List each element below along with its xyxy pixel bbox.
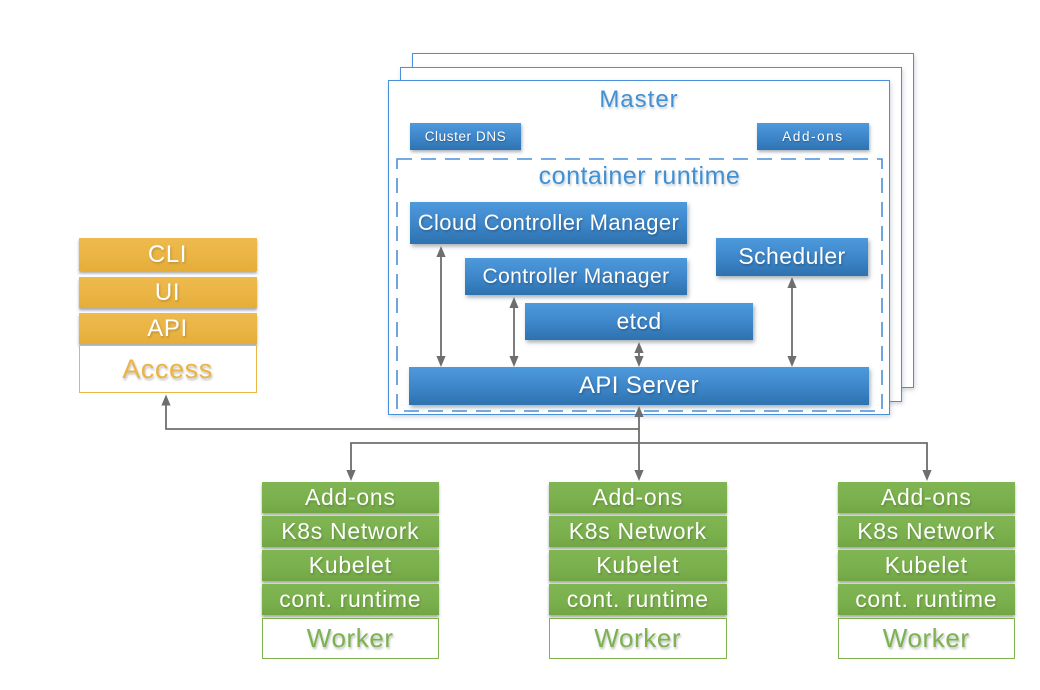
access-label-box: Access [78, 345, 257, 393]
worker3-addons-box: Add-ons [837, 482, 1015, 513]
worker1-k8s-network-box: K8s Network [261, 516, 439, 547]
access-cli-box: CLI [78, 238, 257, 271]
arrow-apiserver-workers [346, 442, 932, 481]
arrow-apiserver-trunk [634, 406, 644, 481]
access-api-box: API [78, 313, 257, 344]
worker2-addons-box: Add-ons [549, 482, 727, 513]
worker2-kubelet-box: Kubelet [549, 550, 727, 581]
worker3-k8s-network-box: K8s Network [837, 516, 1015, 547]
etcd-box: etcd [525, 303, 753, 340]
worker1-label-box: Worker [261, 617, 439, 659]
master-addons-box: Add-ons [757, 123, 869, 150]
controller-manager-box: Controller Manager [465, 258, 687, 295]
worker2-cont-runtime-box: cont. runtime [549, 584, 727, 615]
container-runtime-region [396, 158, 883, 412]
worker3-label-box: Worker [837, 617, 1015, 659]
api-server-box: API Server [409, 367, 869, 405]
container-runtime-title: container runtime [538, 162, 741, 190]
master-title: Master [599, 86, 679, 113]
cloud-controller-manager-box: Cloud Controller Manager [410, 202, 687, 244]
worker3-kubelet-box: Kubelet [837, 550, 1015, 581]
worker1-cont-runtime-box: cont. runtime [261, 584, 439, 615]
cluster-dns-box: Cluster DNS [410, 123, 521, 150]
access-ui-box: UI [78, 277, 257, 308]
worker2-k8s-network-box: K8s Network [549, 516, 727, 547]
worker1-addons-box: Add-ons [261, 482, 439, 513]
worker3-cont-runtime-box: cont. runtime [837, 584, 1015, 615]
worker2-label-box: Worker [549, 617, 727, 659]
worker1-kubelet-box: Kubelet [261, 550, 439, 581]
scheduler-box: Scheduler [716, 238, 868, 276]
